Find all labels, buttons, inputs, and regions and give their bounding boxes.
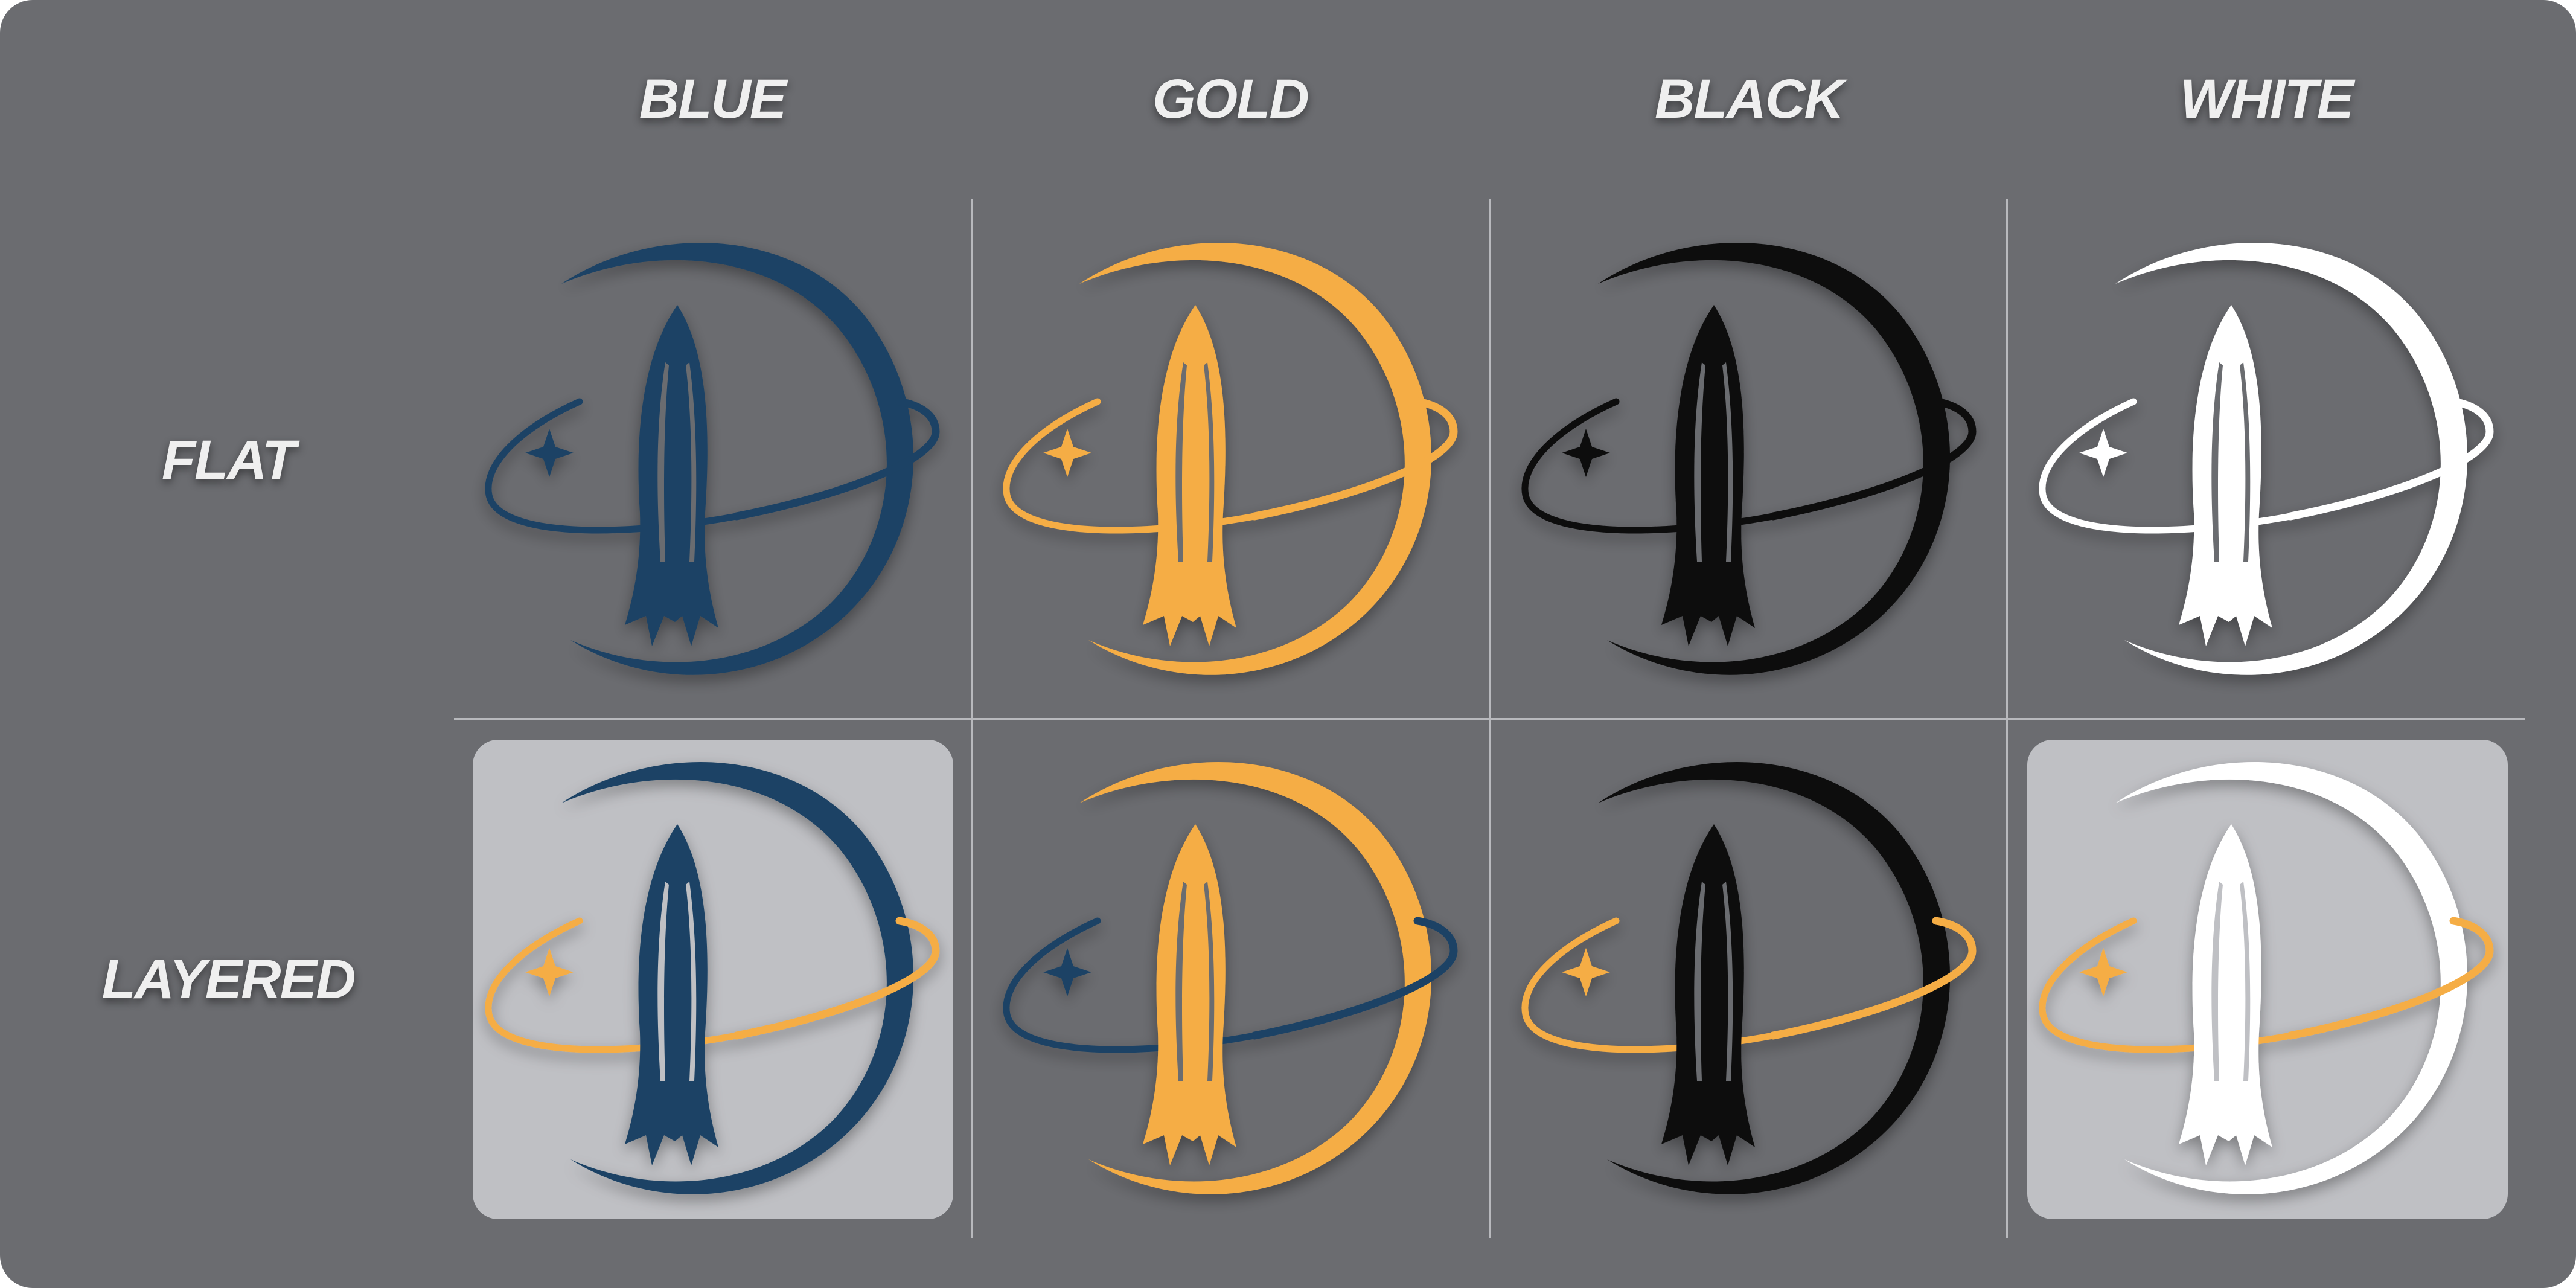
rocket-slit xyxy=(657,882,669,1081)
star-icon xyxy=(525,429,574,477)
rocket-body xyxy=(625,824,718,1165)
ring-front xyxy=(1250,917,1458,1040)
rocket-slit xyxy=(2240,362,2251,562)
star-icon xyxy=(2079,429,2127,477)
logo-layered-blue xyxy=(485,761,940,1194)
star-icon xyxy=(1562,948,1610,996)
column-header-white: WHITE xyxy=(2179,68,2354,130)
rocket-slit xyxy=(686,362,697,562)
planet-crescent xyxy=(1079,761,1432,1194)
rocket-slit xyxy=(1204,362,1215,562)
rocket-slit xyxy=(1694,362,1705,562)
logo-layered-black xyxy=(1521,761,1977,1194)
ring-front xyxy=(2286,917,2494,1040)
planet-crescent xyxy=(561,761,914,1194)
rocket-slit xyxy=(2211,882,2223,1081)
rocket-slit xyxy=(1722,362,1733,562)
rocket-slit xyxy=(657,362,669,562)
logo-flat-gold xyxy=(1003,242,1458,675)
column-header-blue: BLUE xyxy=(639,68,787,130)
ring-front xyxy=(2286,397,2494,521)
grid-line-vertical-1 xyxy=(971,199,973,1238)
rocket-slit xyxy=(1204,882,1215,1081)
star-icon xyxy=(1043,948,1091,996)
planet-crescent xyxy=(2115,242,2468,675)
star-icon xyxy=(525,948,574,996)
rocket-slit xyxy=(686,882,697,1081)
column-header-black: BLACK xyxy=(1655,68,1844,130)
rocket-slit xyxy=(1722,882,1733,1081)
logo-flat-black xyxy=(1521,242,1977,675)
rocket-slit xyxy=(1175,882,1187,1081)
star-icon xyxy=(1043,429,1091,477)
grid-line-vertical-2 xyxy=(1489,199,1491,1238)
ring-front xyxy=(1250,397,1458,521)
rocket-body xyxy=(1661,824,1755,1165)
rocket-slit xyxy=(2240,882,2251,1081)
ring-front xyxy=(1769,397,1977,521)
ring-front xyxy=(732,917,940,1040)
star-icon xyxy=(1562,429,1610,477)
rocket-body xyxy=(2179,305,2272,646)
logo-flat-white xyxy=(2039,242,2494,675)
row-header-flat: FLAT xyxy=(161,429,296,491)
planet-crescent xyxy=(1079,242,1432,675)
planet-crescent xyxy=(2115,761,2468,1194)
row-header-layered: LAYERED xyxy=(101,949,356,1010)
logo-layered-white xyxy=(2039,761,2494,1194)
grid-line-vertical-3 xyxy=(2006,199,2008,1238)
planet-crescent xyxy=(1598,761,1951,1194)
star-icon xyxy=(2079,948,2127,996)
rocket-body xyxy=(1661,305,1755,646)
logo-layered-gold xyxy=(1003,761,1458,1194)
ring-front xyxy=(732,397,940,521)
column-header-gold: GOLD xyxy=(1152,68,1309,130)
rocket-slit xyxy=(1694,882,1705,1081)
rocket-slit xyxy=(1175,362,1187,562)
ring-front xyxy=(1769,917,1977,1040)
rocket-body xyxy=(625,305,718,646)
rocket-slit xyxy=(2211,362,2223,562)
planet-crescent xyxy=(561,242,914,675)
logo-flat-blue xyxy=(485,242,940,675)
rocket-body xyxy=(1143,305,1236,646)
rocket-body xyxy=(1143,824,1236,1165)
planet-crescent xyxy=(1598,242,1951,675)
rocket-body xyxy=(2179,824,2272,1165)
